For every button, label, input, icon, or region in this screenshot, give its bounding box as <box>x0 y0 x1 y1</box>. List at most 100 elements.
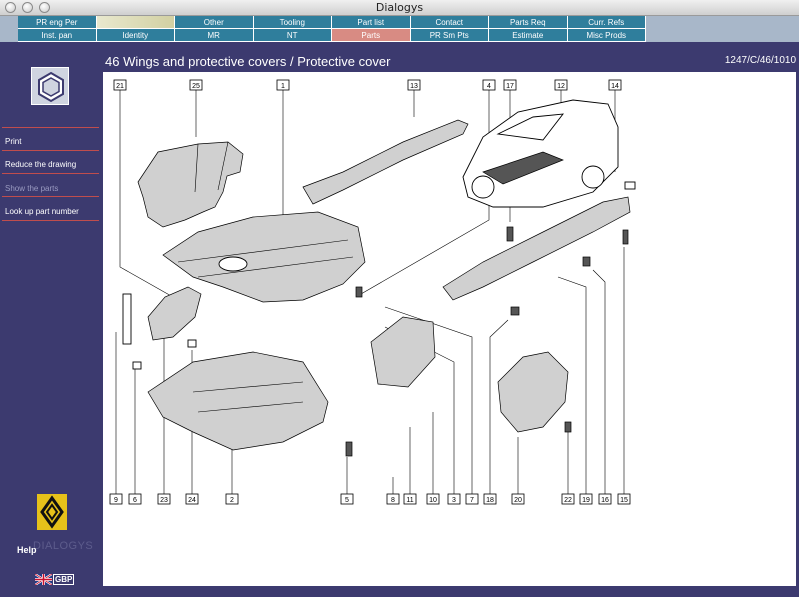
callout-19[interactable]: 19 <box>579 493 593 505</box>
callout-1[interactable]: 1 <box>276 79 290 91</box>
part-underbody-cover <box>162 211 366 303</box>
callout-10[interactable]: 10 <box>426 493 440 505</box>
callout-24[interactable]: 24 <box>185 493 199 505</box>
svg-text:7: 7 <box>470 497 474 504</box>
callout-9[interactable]: 9 <box>109 493 123 505</box>
menu-blank-slot <box>96 16 175 29</box>
callout-16[interactable]: 16 <box>598 493 612 505</box>
callout-21[interactable]: 21 <box>113 79 127 91</box>
callout-17[interactable]: 17 <box>503 79 517 91</box>
menu-parts[interactable]: Parts <box>332 29 411 42</box>
part-side-rail-right <box>442 196 631 301</box>
zoom-window-button[interactable] <box>39 2 50 13</box>
callout-6[interactable]: 6 <box>128 493 142 505</box>
sidebar-item-show-parts: Show the parts <box>5 184 59 193</box>
callout-3[interactable]: 3 <box>447 493 461 505</box>
menu-contact[interactable]: Contact <box>410 16 489 29</box>
svg-text:14: 14 <box>611 83 619 90</box>
svg-text:18: 18 <box>486 497 494 504</box>
callout-8[interactable]: 8 <box>386 493 400 505</box>
sidebar-item-look-up-part[interactable]: Look up part number <box>5 207 79 216</box>
left-sidebar: Print Reduce the drawing Show the parts … <box>0 42 103 597</box>
part-engine-under-tray <box>147 351 329 451</box>
svg-text:3: 3 <box>452 497 456 504</box>
exploded-parts-diagram[interactable]: 21 25 1 13 4 17 12 14 9 6 23 24 2 5 8 11… <box>103 72 796 586</box>
menu-estimate[interactable]: Estimate <box>489 29 568 42</box>
svg-text:8: 8 <box>391 497 395 504</box>
callout-22[interactable]: 22 <box>561 493 575 505</box>
part-wheel-arch-liner-rear <box>137 141 244 228</box>
part-bracket <box>147 286 202 341</box>
menu-other[interactable]: Other <box>175 16 254 29</box>
menu-pr-sm-pts[interactable]: PR Sm Pts <box>410 29 489 42</box>
menu-nt[interactable]: NT <box>253 29 332 42</box>
sidebar-item-print[interactable]: Print <box>5 137 22 146</box>
help-link[interactable]: Help <box>17 545 37 555</box>
part-side-rail-left <box>302 119 469 205</box>
part-side-deflector <box>370 316 436 388</box>
menu-misc-prods[interactable]: Misc Prods <box>567 29 646 42</box>
fastener-set <box>132 181 636 457</box>
svg-text:21: 21 <box>116 83 124 90</box>
callout-13[interactable]: 13 <box>407 79 421 91</box>
menu-tooling[interactable]: Tooling <box>253 16 332 29</box>
callout-14[interactable]: 14 <box>608 79 622 91</box>
menu-parts-req[interactable]: Parts Req <box>489 16 568 29</box>
menu-part-list[interactable]: Part list <box>332 16 411 29</box>
menu-identity[interactable]: Identity <box>96 29 175 42</box>
sidebar-separator <box>2 173 99 174</box>
menu-curr-refs[interactable]: Curr. Refs <box>567 16 646 29</box>
currency-selector[interactable]: GBP <box>35 574 75 585</box>
vehicle-outline <box>462 99 619 208</box>
part-strap <box>122 293 132 345</box>
minimize-window-button[interactable] <box>22 2 33 13</box>
page-title: 46 Wings and protective covers / Protect… <box>105 54 391 69</box>
bottom-border <box>103 586 799 597</box>
svg-text:5: 5 <box>345 497 349 504</box>
menu-pr-eng-per[interactable]: PR eng Per <box>18 16 97 29</box>
callout-5[interactable]: 5 <box>340 493 354 505</box>
callout-4[interactable]: 4 <box>482 79 496 91</box>
menu-inst-pan[interactable]: Inst. pan <box>18 29 97 42</box>
part-wheel-arch-liner-front <box>497 351 569 433</box>
callout-23[interactable]: 23 <box>157 493 171 505</box>
svg-text:11: 11 <box>406 497 413 504</box>
right-border <box>796 72 799 597</box>
sidebar-separator <box>2 220 99 221</box>
callout-18[interactable]: 18 <box>483 493 497 505</box>
svg-text:19: 19 <box>582 497 590 504</box>
sidebar-item-reduce-drawing[interactable]: Reduce the drawing <box>5 160 77 169</box>
callout-25[interactable]: 25 <box>189 79 203 91</box>
close-window-button[interactable] <box>5 2 16 13</box>
svg-text:15: 15 <box>620 497 628 504</box>
callout-2[interactable]: 2 <box>225 493 239 505</box>
svg-text:20: 20 <box>514 497 522 504</box>
callout-7[interactable]: 7 <box>465 493 479 505</box>
uk-flag-icon <box>35 574 52 585</box>
callout-15[interactable]: 15 <box>617 493 631 505</box>
svg-text:24: 24 <box>188 497 196 504</box>
menu-bar: PR eng Per Other Tooling Part list Conta… <box>0 16 799 42</box>
svg-text:4: 4 <box>487 83 491 90</box>
callout-row-bottom: 9 6 23 24 2 5 8 11 10 3 7 18 20 22 19 16… <box>109 493 631 505</box>
hexagon-bolt-icon <box>31 67 69 105</box>
sidebar-separator <box>2 196 99 197</box>
callout-20[interactable]: 20 <box>511 493 525 505</box>
menu-mr[interactable]: MR <box>175 29 254 42</box>
svg-text:17: 17 <box>506 83 514 90</box>
svg-text:13: 13 <box>410 83 418 90</box>
svg-text:22: 22 <box>564 497 572 504</box>
svg-text:2: 2 <box>230 497 234 504</box>
svg-text:1: 1 <box>281 83 285 90</box>
svg-text:25: 25 <box>192 83 200 90</box>
callout-row-top: 21 25 1 13 4 17 12 14 <box>113 79 622 91</box>
svg-text:12: 12 <box>557 83 565 90</box>
window-title-bar: Dialogys <box>0 0 799 16</box>
drawing-reference: 1247/C/46/1010 <box>724 55 796 66</box>
callout-11[interactable]: 11 <box>403 493 417 505</box>
window-controls <box>5 2 50 13</box>
svg-text:10: 10 <box>429 497 437 504</box>
svg-text:9: 9 <box>114 497 118 504</box>
callout-12[interactable]: 12 <box>554 79 568 91</box>
sidebar-separator <box>2 150 99 151</box>
